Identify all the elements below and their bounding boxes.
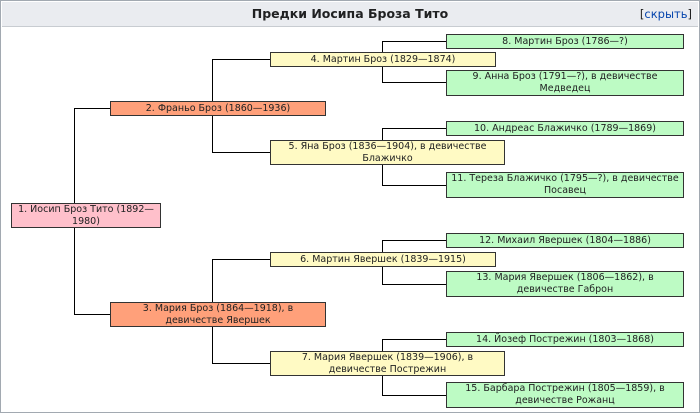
person-10-label: 10. Андреас Блажичко (1789—1869): [474, 122, 656, 134]
person-13-label: 13. Мария Явершек (1806—1862), в девичес…: [476, 272, 654, 295]
person-5-label: 5. Яна Броз (1836—1904), в девичестве Бл…: [288, 140, 487, 164]
collapse-toggle: [скрыть]: [640, 7, 692, 21]
person-11-label: 11. Тереза Блажичко (1795—?), в девичест…: [451, 173, 679, 196]
hide-link[interactable]: скрыть: [644, 7, 688, 21]
person-1-box: 1. Иосип Броз Тито (1892—1980): [11, 203, 161, 228]
person-6-box: 6. Мартин Явершек (1839—1915): [270, 252, 496, 267]
person-15-label: 15. Барбара Пострежин (1805—1859), в дев…: [465, 383, 665, 406]
person-9-label: 9. Анна Броз (1791—?), в девичестве Медв…: [472, 71, 658, 94]
person-8-box: 8. Мартин Броз (1786—?): [446, 34, 684, 49]
person-4-box: 4. Мартин Броз (1829—1874): [270, 52, 496, 67]
person-1-label: 1. Иосип Броз Тито (1892—1980): [18, 203, 154, 227]
person-2-label: 2. Франьо Броз (1860—1936): [145, 102, 291, 114]
person-3-box: 3. Мария Броз (1864—1918), в девичестве …: [110, 302, 326, 327]
person-14-box: 14. Йозеф Пострежин (1803—1868): [446, 332, 684, 347]
person-5-box: 5. Яна Броз (1836—1904), в девичестве Бл…: [270, 140, 505, 165]
person-4-label: 4. Мартин Броз (1829—1874): [310, 53, 456, 65]
navbox-title: Предки Иосипа Броза Тито: [251, 6, 449, 21]
toggle-bracket-close: ]: [687, 7, 693, 21]
person-7-box: 7. Мария Явершек (1839—1906), в девичест…: [270, 351, 505, 376]
connector-1-3: [74, 215, 110, 315]
navbox-title-bar: Предки Иосипа Броза Тито [скрыть]: [2, 2, 698, 27]
person-14-label: 14. Йозеф Пострежин (1803—1868): [476, 333, 654, 345]
person-11-box: 11. Тереза Блажичко (1795—?), в девичест…: [446, 172, 684, 198]
person-3-label: 3. Мария Броз (1864—1918), в девичестве …: [142, 302, 294, 326]
person-9-box: 9. Анна Броз (1791—?), в девичестве Медв…: [446, 70, 684, 96]
connector-1-2: [74, 108, 110, 216]
person-15-box: 15. Барбара Пострежин (1805—1859), в дев…: [446, 382, 684, 408]
person-12-box: 12. Михаил Явершек (1804—1886): [446, 233, 684, 248]
person-2-box: 2. Франьо Броз (1860—1936): [110, 101, 326, 116]
toggle-bracket-open: [: [639, 7, 645, 21]
person-8-label: 8. Мартин Броз (1786—?): [502, 35, 628, 47]
person-7-label: 7. Мария Явершек (1839—1906), в девичест…: [301, 351, 474, 375]
person-12-label: 12. Михаил Явершек (1804—1886): [479, 234, 651, 246]
person-10-box: 10. Андреас Блажичко (1789—1869): [446, 121, 684, 136]
person-13-box: 13. Мария Явершек (1806—1862), в девичес…: [446, 271, 684, 297]
person-6-label: 6. Мартин Явершек (1839—1915): [300, 253, 466, 265]
